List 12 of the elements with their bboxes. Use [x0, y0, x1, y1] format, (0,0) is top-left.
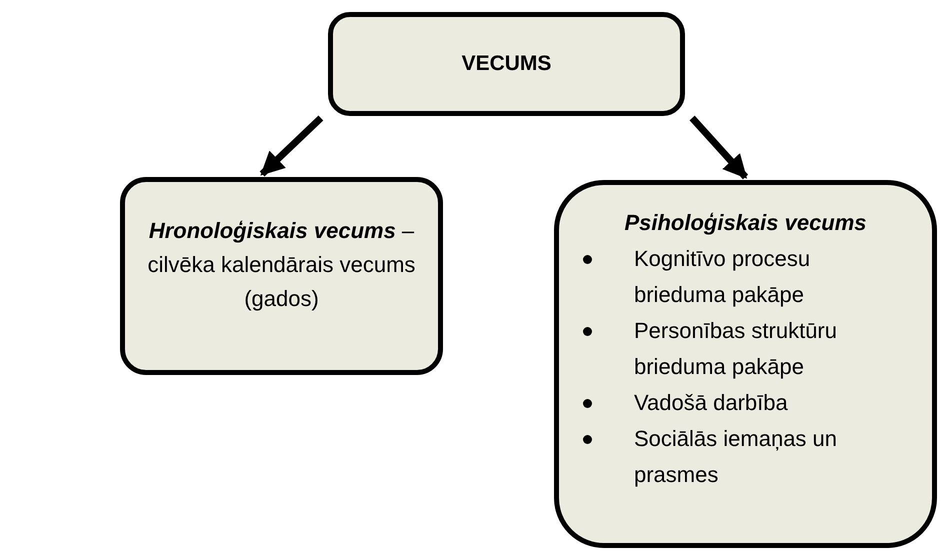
rounded-box [328, 12, 685, 116]
box-text: Hronoloģiskais vecums – cilvēka kalendārais vecums (gados) [146, 217, 416, 313]
arrow [260, 115, 324, 177]
box-title: VECUMS [462, 51, 552, 78]
box-heading: Psiholoģiskais vecums [623, 209, 868, 237]
rounded-box [120, 177, 443, 375]
arrow [690, 116, 748, 180]
list-item: Kognitīvo procesu brieduma pakāpe [634, 245, 812, 309]
list-item: Personības struktūru brieduma pakāpe [634, 317, 838, 381]
list-item: Vadošā darbība [634, 389, 788, 417]
list-item: Sociālās iemaņas un prasmes [634, 425, 838, 489]
rounded-box [554, 180, 937, 548]
